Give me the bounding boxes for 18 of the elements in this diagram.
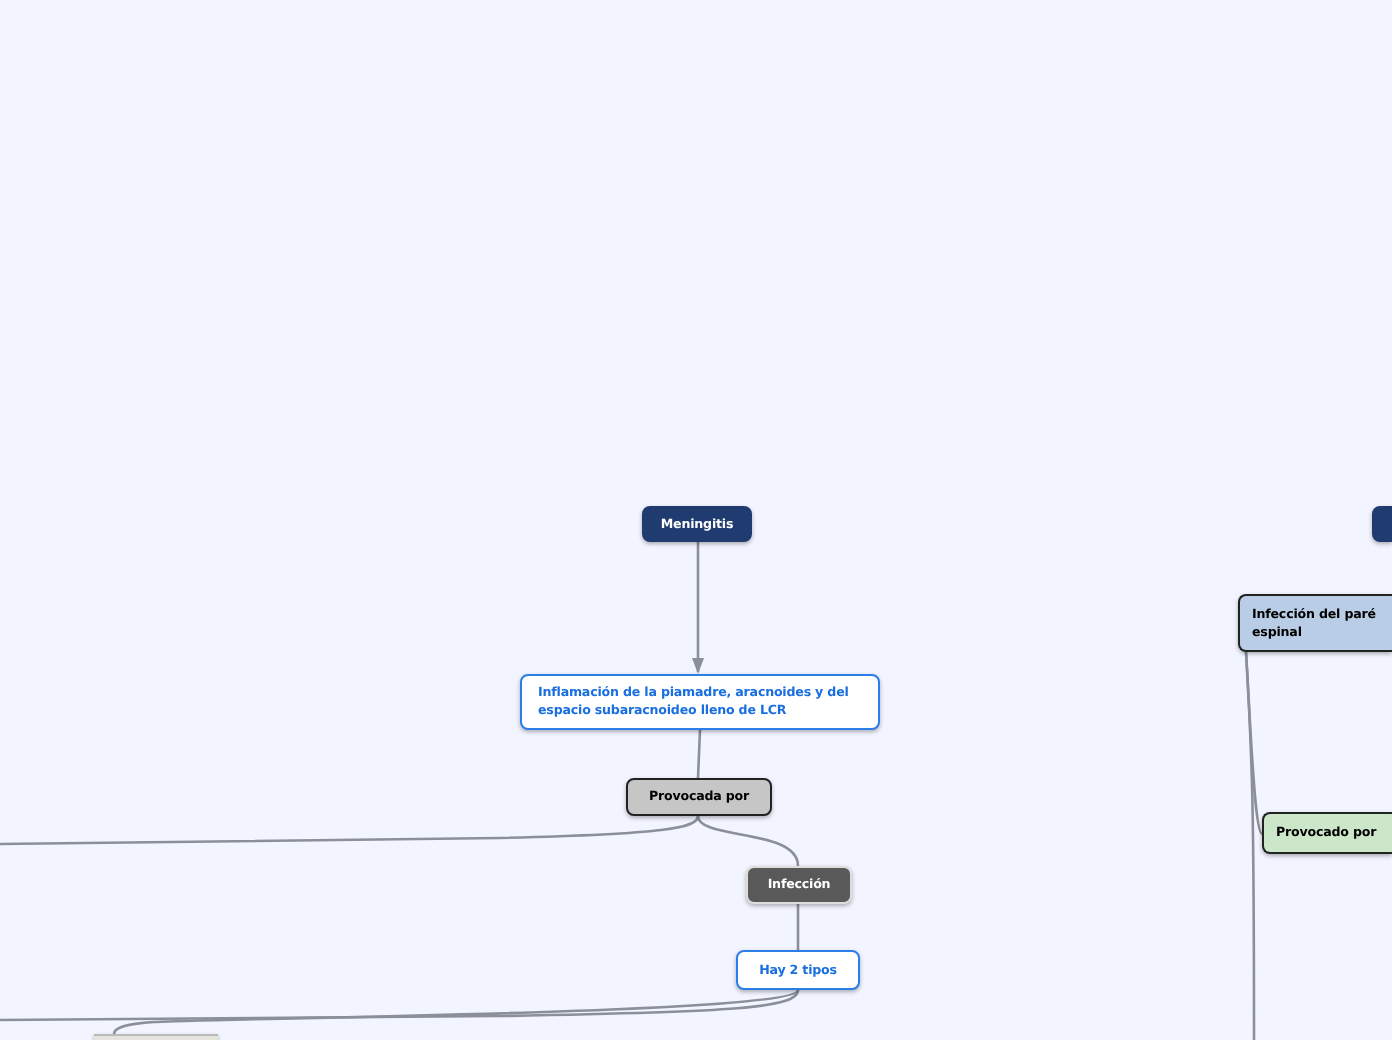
topic-box [736,950,860,990]
connector-line [1244,651,1256,1040]
topic-box [1262,812,1392,854]
topic-box [94,1034,218,1040]
topic-box [520,674,880,730]
connector-line [692,542,704,674]
connector-line [1244,651,1264,835]
topic-box [746,866,852,904]
connector-line [0,815,700,846]
connector-line [696,729,702,779]
connector-line [112,988,799,1035]
connector-line [796,904,800,950]
topic-box [1372,506,1392,542]
topic-box [626,778,772,816]
connector-line [696,815,800,867]
topic-box [1238,594,1392,652]
topic-box [642,506,752,542]
connector-line [0,989,800,1022]
